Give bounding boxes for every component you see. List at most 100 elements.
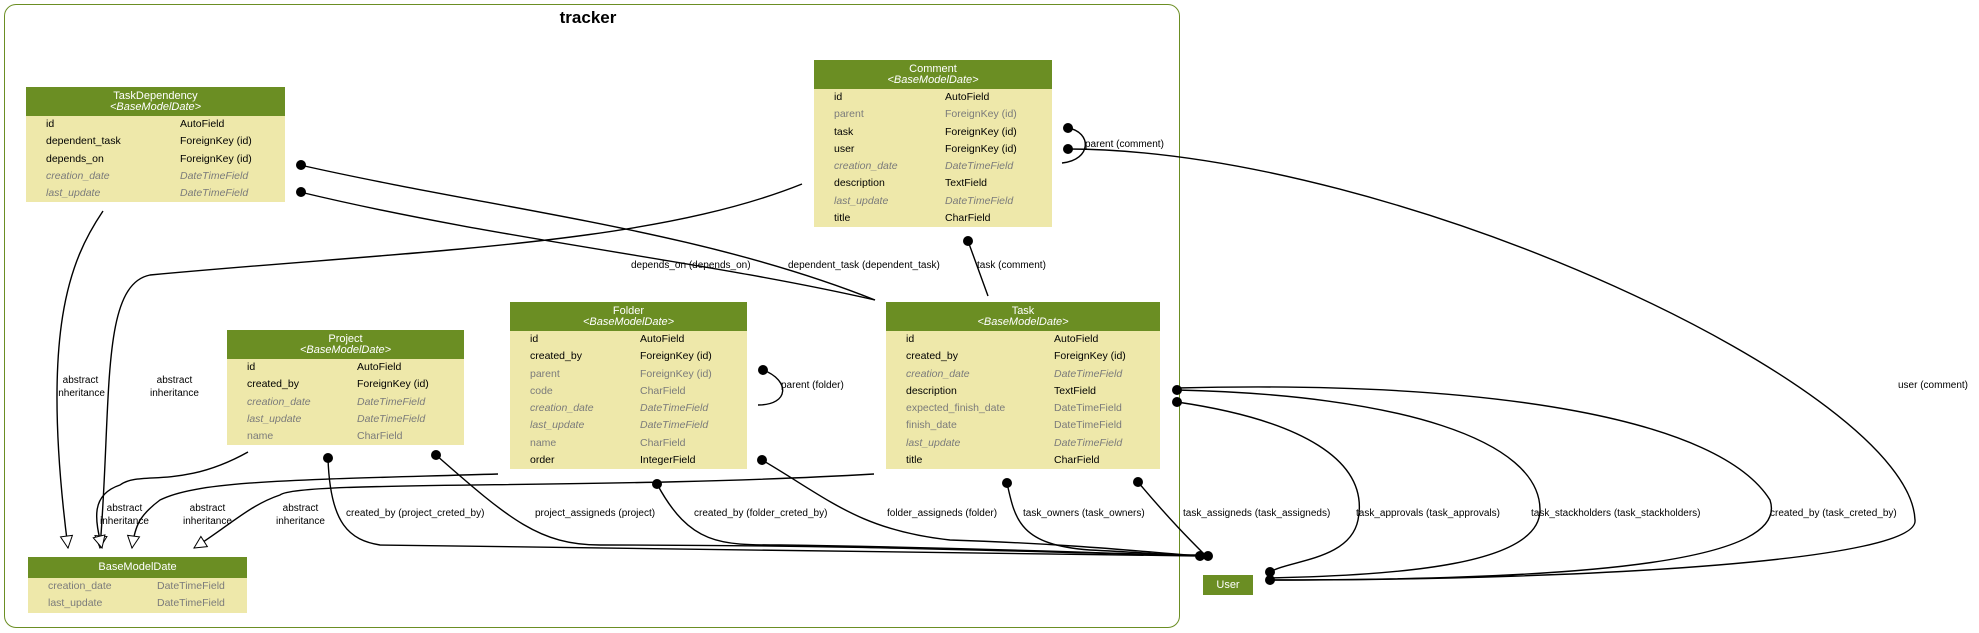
field-type: DateTimeField	[180, 169, 249, 182]
field-name: last_update	[530, 419, 585, 432]
field-name: last_update	[247, 412, 302, 425]
field-name: id	[530, 333, 539, 345]
field-name: depends_on	[46, 152, 104, 165]
model-user[interactable]: User	[1203, 575, 1253, 595]
field-type: DateTimeField	[1054, 402, 1122, 415]
field-name: last_update	[46, 187, 101, 200]
field-name: creation_date	[48, 580, 112, 592]
field-name: creation_date	[530, 402, 594, 415]
dot-task-assigneds	[1133, 477, 1143, 487]
dot-user-2	[1203, 551, 1213, 561]
edge-project-assigneds	[435, 454, 1206, 556]
edge-depends-on	[299, 191, 876, 301]
dot-folder-created	[652, 479, 662, 489]
field-name: id	[46, 118, 55, 130]
dot-comment-parent	[1063, 123, 1073, 133]
field-name: id	[834, 91, 843, 103]
field-type: DateTimeField	[157, 597, 225, 610]
edge-folder-assigneds	[761, 459, 1206, 557]
field-type: DateTimeField	[357, 395, 426, 408]
field-name: name	[530, 436, 557, 449]
dot-task-right-1	[1172, 385, 1182, 395]
label-abstract-inheritance-2: abstract inheritance	[150, 375, 199, 399]
edge-inherit-folder	[132, 473, 499, 548]
label-created-by-project: created_by (project_creted_by)	[346, 508, 485, 519]
field-name: parent	[530, 367, 560, 380]
edge-created-by-task	[1176, 386, 1773, 581]
label-abstract-inheritance-3: abstract inheritance	[100, 503, 149, 527]
field-type: ForeignKey (id)	[945, 108, 1017, 121]
label-created-by-folder: created_by (folder_creted_by)	[694, 508, 828, 519]
model-base: <BaseModelDate>	[977, 316, 1069, 328]
dot-td-depends-on	[296, 187, 306, 197]
model-name: Task	[1011, 305, 1035, 317]
field-name: created_by	[247, 378, 299, 391]
field-name: order	[530, 454, 555, 467]
field-type: ForeignKey (id)	[357, 378, 429, 391]
label-abstract-inheritance-1: abstract inheritance	[56, 375, 105, 399]
model-name: Folder	[612, 305, 645, 317]
model-name: Comment	[909, 63, 957, 75]
field-name: last_update	[48, 597, 103, 610]
field-row: last_update DateTimeField	[28, 595, 247, 612]
field-type: DateTimeField	[640, 402, 709, 415]
field-name: title	[834, 212, 851, 225]
field-name: creation_date	[906, 367, 970, 380]
edge-inherit-project	[97, 451, 249, 548]
dot-comment-task	[963, 236, 973, 246]
model-header: TaskDependency <BaseModelDate>	[26, 87, 285, 116]
label-created-by-task: created_by (task_creted_by)	[1770, 508, 1897, 519]
field-type: TextField	[945, 177, 988, 190]
field-type: ForeignKey (id)	[1054, 350, 1126, 363]
field-name: dependent_task	[46, 135, 121, 148]
field-row: order IntegerField	[510, 452, 747, 469]
edge-inherit-task	[194, 473, 875, 548]
field-type: ForeignKey (id)	[945, 142, 1017, 155]
model-name: BaseModelDate	[98, 561, 177, 573]
label-task-stackholders: task_stackholders (task_stackholders)	[1531, 508, 1701, 519]
model-name: Project	[328, 333, 363, 345]
label-task-approvals: task_approvals (task_approvals)	[1356, 508, 1500, 519]
field-name: created_by	[530, 350, 582, 363]
dot-user-4	[1265, 575, 1275, 585]
dot-folder-order	[757, 455, 767, 465]
edge-created-by-folder	[656, 483, 1206, 557]
field-type: CharField	[1054, 454, 1100, 467]
field-type: DateTimeField	[1054, 419, 1122, 432]
label-task-owners: task_owners (task_owners)	[1023, 508, 1145, 519]
model-name: TaskDependency	[113, 90, 198, 102]
dot-project-created	[323, 453, 333, 463]
field-type: AutoField	[1054, 333, 1099, 345]
field-name: description	[906, 384, 957, 397]
model-header: BaseModelDate	[28, 557, 247, 578]
label-task-comment: task (comment)	[977, 260, 1046, 271]
field-type: CharField	[640, 384, 686, 397]
field-type: IntegerField	[640, 454, 696, 467]
